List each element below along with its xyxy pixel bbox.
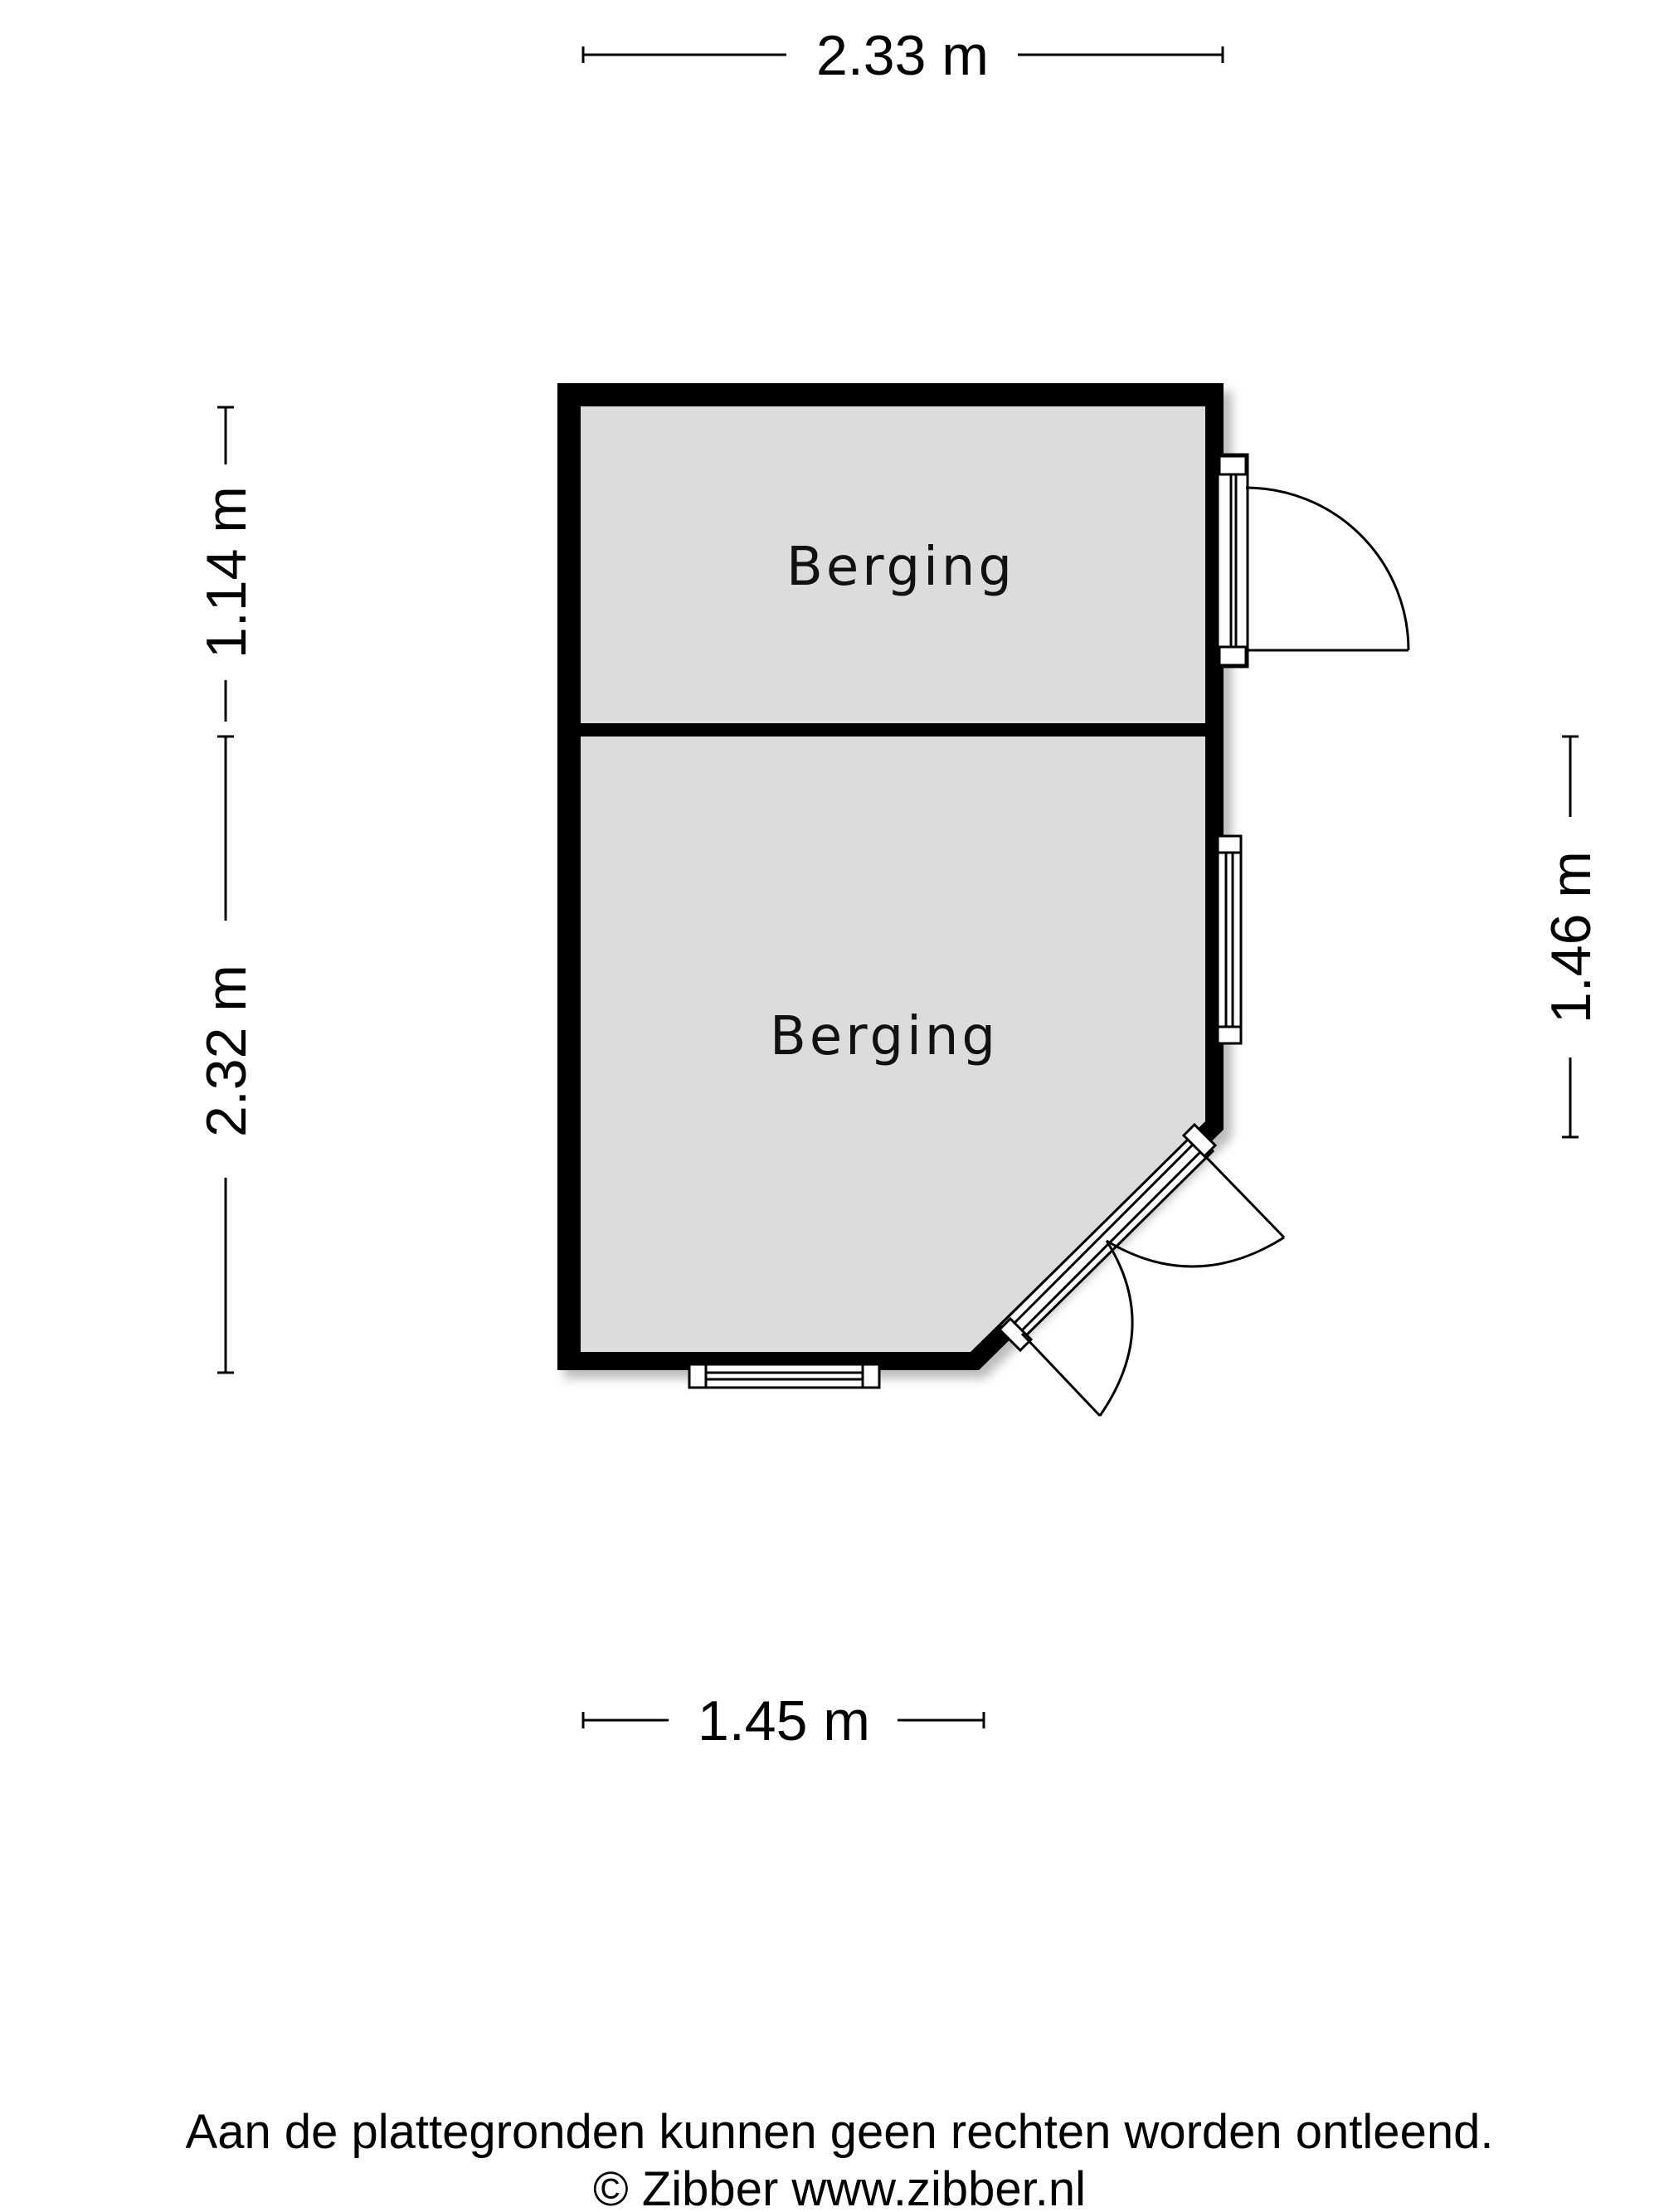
dimension-right-label: 1.46 m — [1540, 851, 1603, 1023]
dimension-right: 1.46 m — [1540, 735, 1603, 1139]
copyright-text: © Zibber www.zibber.nl — [593, 2162, 1086, 2212]
divider-wall — [581, 723, 1205, 737]
door-right-top — [1216, 453, 1410, 668]
disclaimer-text: Aan de plattegronden kunnen geen rechten… — [186, 2105, 1494, 2159]
dimension-top-label: 2.33 m — [816, 24, 989, 87]
room-label-bottom: Berging — [770, 1006, 999, 1067]
dimension-left-lower-label: 2.32 m — [195, 965, 258, 1137]
dimension-top: 2.33 m — [581, 24, 1224, 87]
dimension-left: 1.14 m 2.32 m — [195, 406, 258, 1374]
window-right — [1216, 834, 1243, 1045]
room-label-top: Berging — [786, 537, 1015, 598]
door-diagonal-double — [997, 1122, 1286, 1417]
dimension-bottom: 1.45 m — [581, 1689, 985, 1753]
dimension-left-upper-label: 1.14 m — [195, 486, 258, 659]
floor-area — [581, 406, 1205, 1352]
window-bottom — [688, 1363, 881, 1389]
dimension-bottom-label: 1.45 m — [698, 1689, 870, 1753]
